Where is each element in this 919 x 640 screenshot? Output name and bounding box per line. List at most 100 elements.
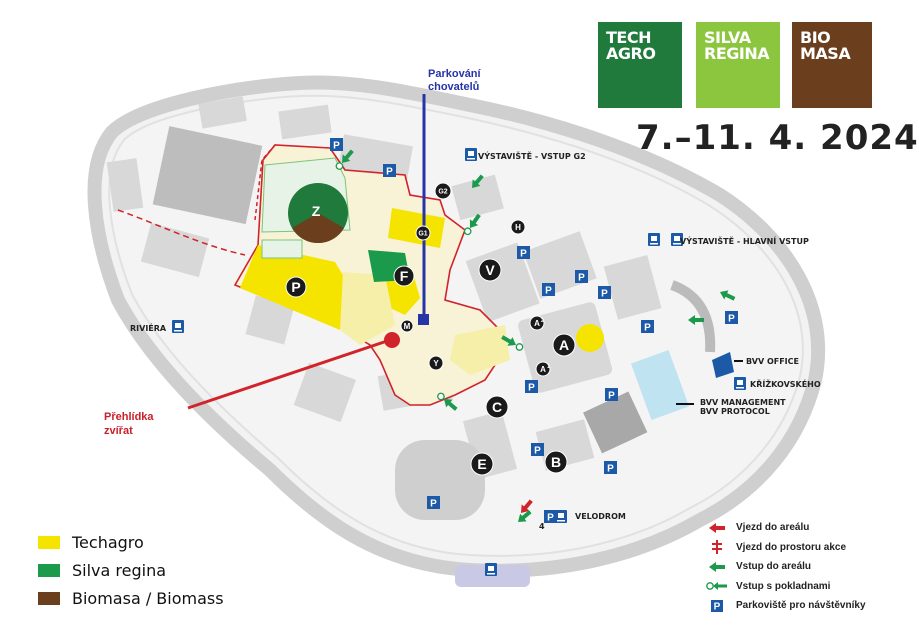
entrance-arrow-icon[interactable]	[515, 508, 534, 526]
entrance-arrow-icon[interactable]	[688, 315, 704, 325]
parking-icon[interactable]: P	[542, 283, 555, 297]
pavilion-f[interactable]: F	[393, 265, 415, 287]
bvv-office-marker[interactable]	[712, 352, 743, 378]
pavilion-label: F	[400, 268, 409, 284]
pavilion-label: B	[551, 454, 561, 470]
pavilion-label: Y	[433, 359, 439, 368]
legend-biomasa: Biomasa / Biomass	[38, 584, 224, 612]
green-arrow-icon	[709, 561, 725, 572]
pavilion-e[interactable]: E	[470, 452, 494, 476]
pavilion-label: A	[559, 337, 569, 353]
ticketed-entrance-icon[interactable]	[462, 212, 483, 237]
east-access-road	[670, 280, 716, 353]
parking-icon[interactable]: P	[517, 246, 530, 260]
tram-stop-icon[interactable]	[465, 148, 477, 161]
ticketed-entrance-icon[interactable]	[500, 333, 525, 353]
symbol-key: Vjezd do areálu Vjezd do prostoru akce V…	[706, 518, 866, 616]
pavilion-label: H	[515, 223, 521, 232]
pavilion-h[interactable]: H	[510, 219, 526, 235]
green-ticket-arrow-icon	[706, 582, 727, 591]
entrance-arrow-icon[interactable]	[718, 287, 737, 303]
entry-route-north	[254, 144, 276, 221]
parking-icon[interactable]: P	[531, 443, 544, 457]
techagro-swatch	[38, 535, 60, 549]
pavilion-superscript: 2	[541, 318, 544, 324]
pavilion-label: Z	[312, 203, 321, 219]
svg-text:P: P	[528, 383, 535, 394]
pavilion-g2[interactable]: G2	[434, 182, 452, 200]
parking-icon[interactable]: P	[544, 510, 557, 524]
tram-stop-icon[interactable]	[671, 233, 683, 246]
pavilion-y[interactable]: Y	[428, 355, 444, 371]
svg-text:P: P	[534, 446, 541, 457]
ticketed-entrance-icon[interactable]	[435, 391, 459, 414]
parking-icon[interactable]: P	[330, 138, 343, 152]
silva-regina-swatch	[38, 563, 60, 577]
entry-route-dashed	[117, 209, 246, 256]
pavilion-v[interactable]: V	[478, 258, 502, 282]
parking-icon[interactable]: P	[605, 388, 618, 402]
tram-stop-icon[interactable]	[648, 233, 660, 246]
pavilion-label: E	[477, 456, 486, 472]
techagro-light-areas	[340, 272, 510, 375]
svg-text:P: P	[578, 273, 585, 284]
pavilion-g1[interactable]: G1	[415, 225, 431, 241]
pavilion-z[interactable]	[288, 183, 348, 244]
svg-text:P: P	[644, 323, 651, 334]
svg-text:P: P	[728, 314, 735, 325]
parking-icon[interactable]: P	[604, 461, 617, 475]
pavilion-label: G1	[418, 231, 427, 238]
pavilion-z[interactable]: Z	[312, 203, 321, 219]
pavilion-c[interactable]: C	[485, 395, 509, 419]
red-gate-icon	[712, 540, 722, 555]
pavilion-m[interactable]: M	[400, 319, 414, 333]
parking-icon[interactable]: P	[383, 164, 396, 178]
gate-g2-label: VÝSTAVIŠTĚ - VSTUP G2	[478, 152, 586, 161]
bvv-management-label: BVV MANAGEMENT	[700, 398, 786, 407]
bvv-office-label: BVV OFFICE	[746, 357, 799, 366]
parking-icon[interactable]: P	[427, 496, 440, 510]
parking-icon[interactable]: P	[575, 270, 588, 284]
parking-icon[interactable]: P	[598, 286, 611, 300]
animal-show-marker[interactable]	[384, 332, 400, 348]
key-ticketed-entrance: Vstup s pokladnami	[706, 577, 866, 597]
pavilion-label: A	[540, 365, 546, 374]
pavilion-p[interactable]: P	[285, 276, 307, 298]
velodrom-label: VELODROM	[575, 512, 626, 521]
key-visitor-entrance: Vstup do areálu	[706, 557, 866, 577]
gate-4-label: 4	[539, 522, 545, 531]
parking-icon[interactable]: P	[525, 380, 538, 394]
legend-techagro: Techagro	[38, 528, 224, 556]
parking-icon[interactable]: P	[725, 311, 738, 325]
tram-stop-icon[interactable]	[555, 510, 567, 523]
riviera-label: RIVIÉRA	[130, 324, 167, 333]
breeder-parking-marker[interactable]	[418, 314, 429, 325]
pavilion-label: V	[485, 262, 495, 278]
svg-text:P: P	[520, 249, 527, 260]
bvv-protocol-label: BVV PROTOCOL	[700, 407, 770, 416]
tram-stop-icon[interactable]	[485, 563, 497, 576]
exhibition-legend: Techagro Silva regina Biomasa / Biomass	[38, 528, 224, 612]
svg-text:P: P	[601, 289, 608, 300]
key-visitor-parking: P Parkoviště pro návštěvníky	[706, 596, 866, 616]
tram-stop-icon[interactable]	[734, 377, 746, 390]
parking-icon[interactable]: P	[641, 320, 654, 334]
tram-stop-icon[interactable]	[172, 320, 184, 333]
vehicle-entrance-icon[interactable]	[517, 498, 535, 517]
pavilion-label: C	[492, 399, 502, 415]
entrance-arrow-icon[interactable]	[468, 173, 486, 192]
pavilion-b[interactable]: B	[544, 450, 568, 474]
event-dates: 7.–11. 4. 2024	[636, 118, 919, 158]
ticketed-entrance-icon[interactable]	[334, 148, 357, 172]
svg-text:P: P	[333, 141, 340, 152]
pavilion-a[interactable]: A	[552, 333, 576, 357]
svg-text:P: P	[547, 513, 554, 524]
pavilion-label: M	[404, 322, 411, 331]
key-vehicle-entrance: Vjezd do areálu	[706, 518, 866, 538]
